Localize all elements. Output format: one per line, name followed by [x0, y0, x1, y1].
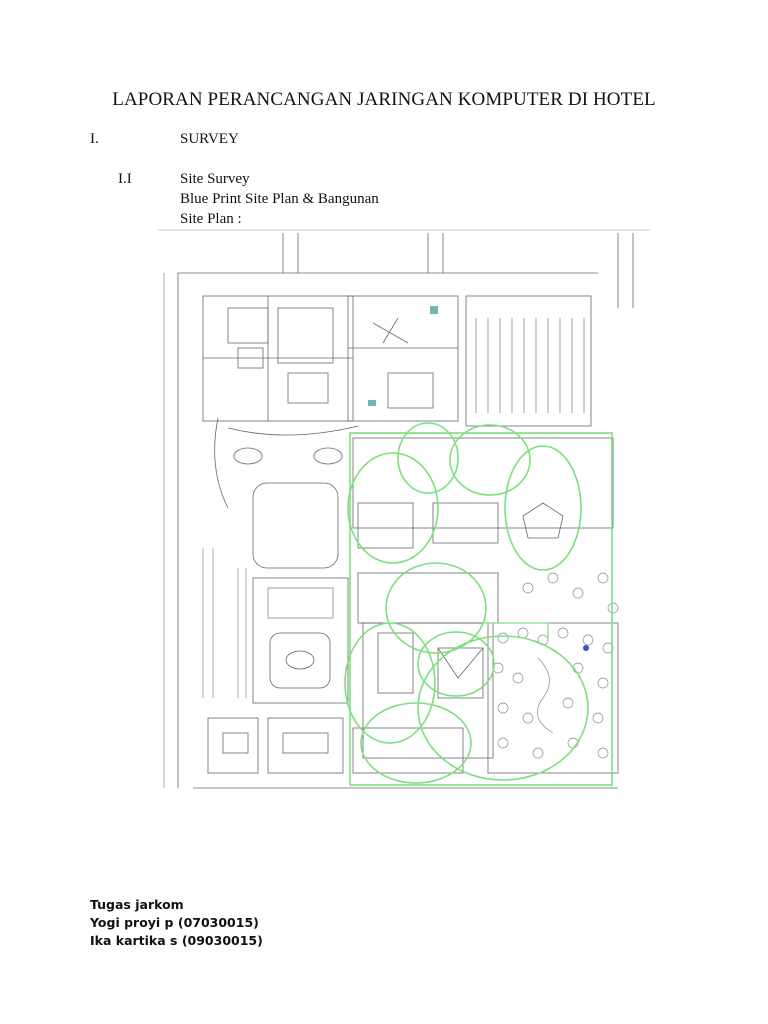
site-plan-drawing — [158, 229, 650, 789]
section-heading: SURVEY — [180, 131, 239, 147]
subsection-line-blueprint: Blue Print Site Plan & Bangunan — [180, 191, 379, 207]
footer-authors: Tugas jarkom Yogi proyi p (07030015) Ika… — [90, 896, 263, 950]
document-title: LAPORAN PERANCANGAN JARINGAN KOMPUTER DI… — [112, 89, 656, 110]
subsection-line-site-plan: Site Plan : — [180, 211, 242, 227]
site-plan-figure — [158, 228, 650, 802]
section-number: I. — [90, 131, 99, 147]
footer-author-2: Ika kartika s (09030015) — [90, 933, 263, 948]
subsection-number: I.I — [118, 171, 132, 187]
subsection-line-site-survey: Site Survey — [180, 171, 250, 187]
footer-author-1: Yogi proyi p (07030015) — [90, 915, 259, 930]
footer-assignment: Tugas jarkom — [90, 897, 184, 912]
